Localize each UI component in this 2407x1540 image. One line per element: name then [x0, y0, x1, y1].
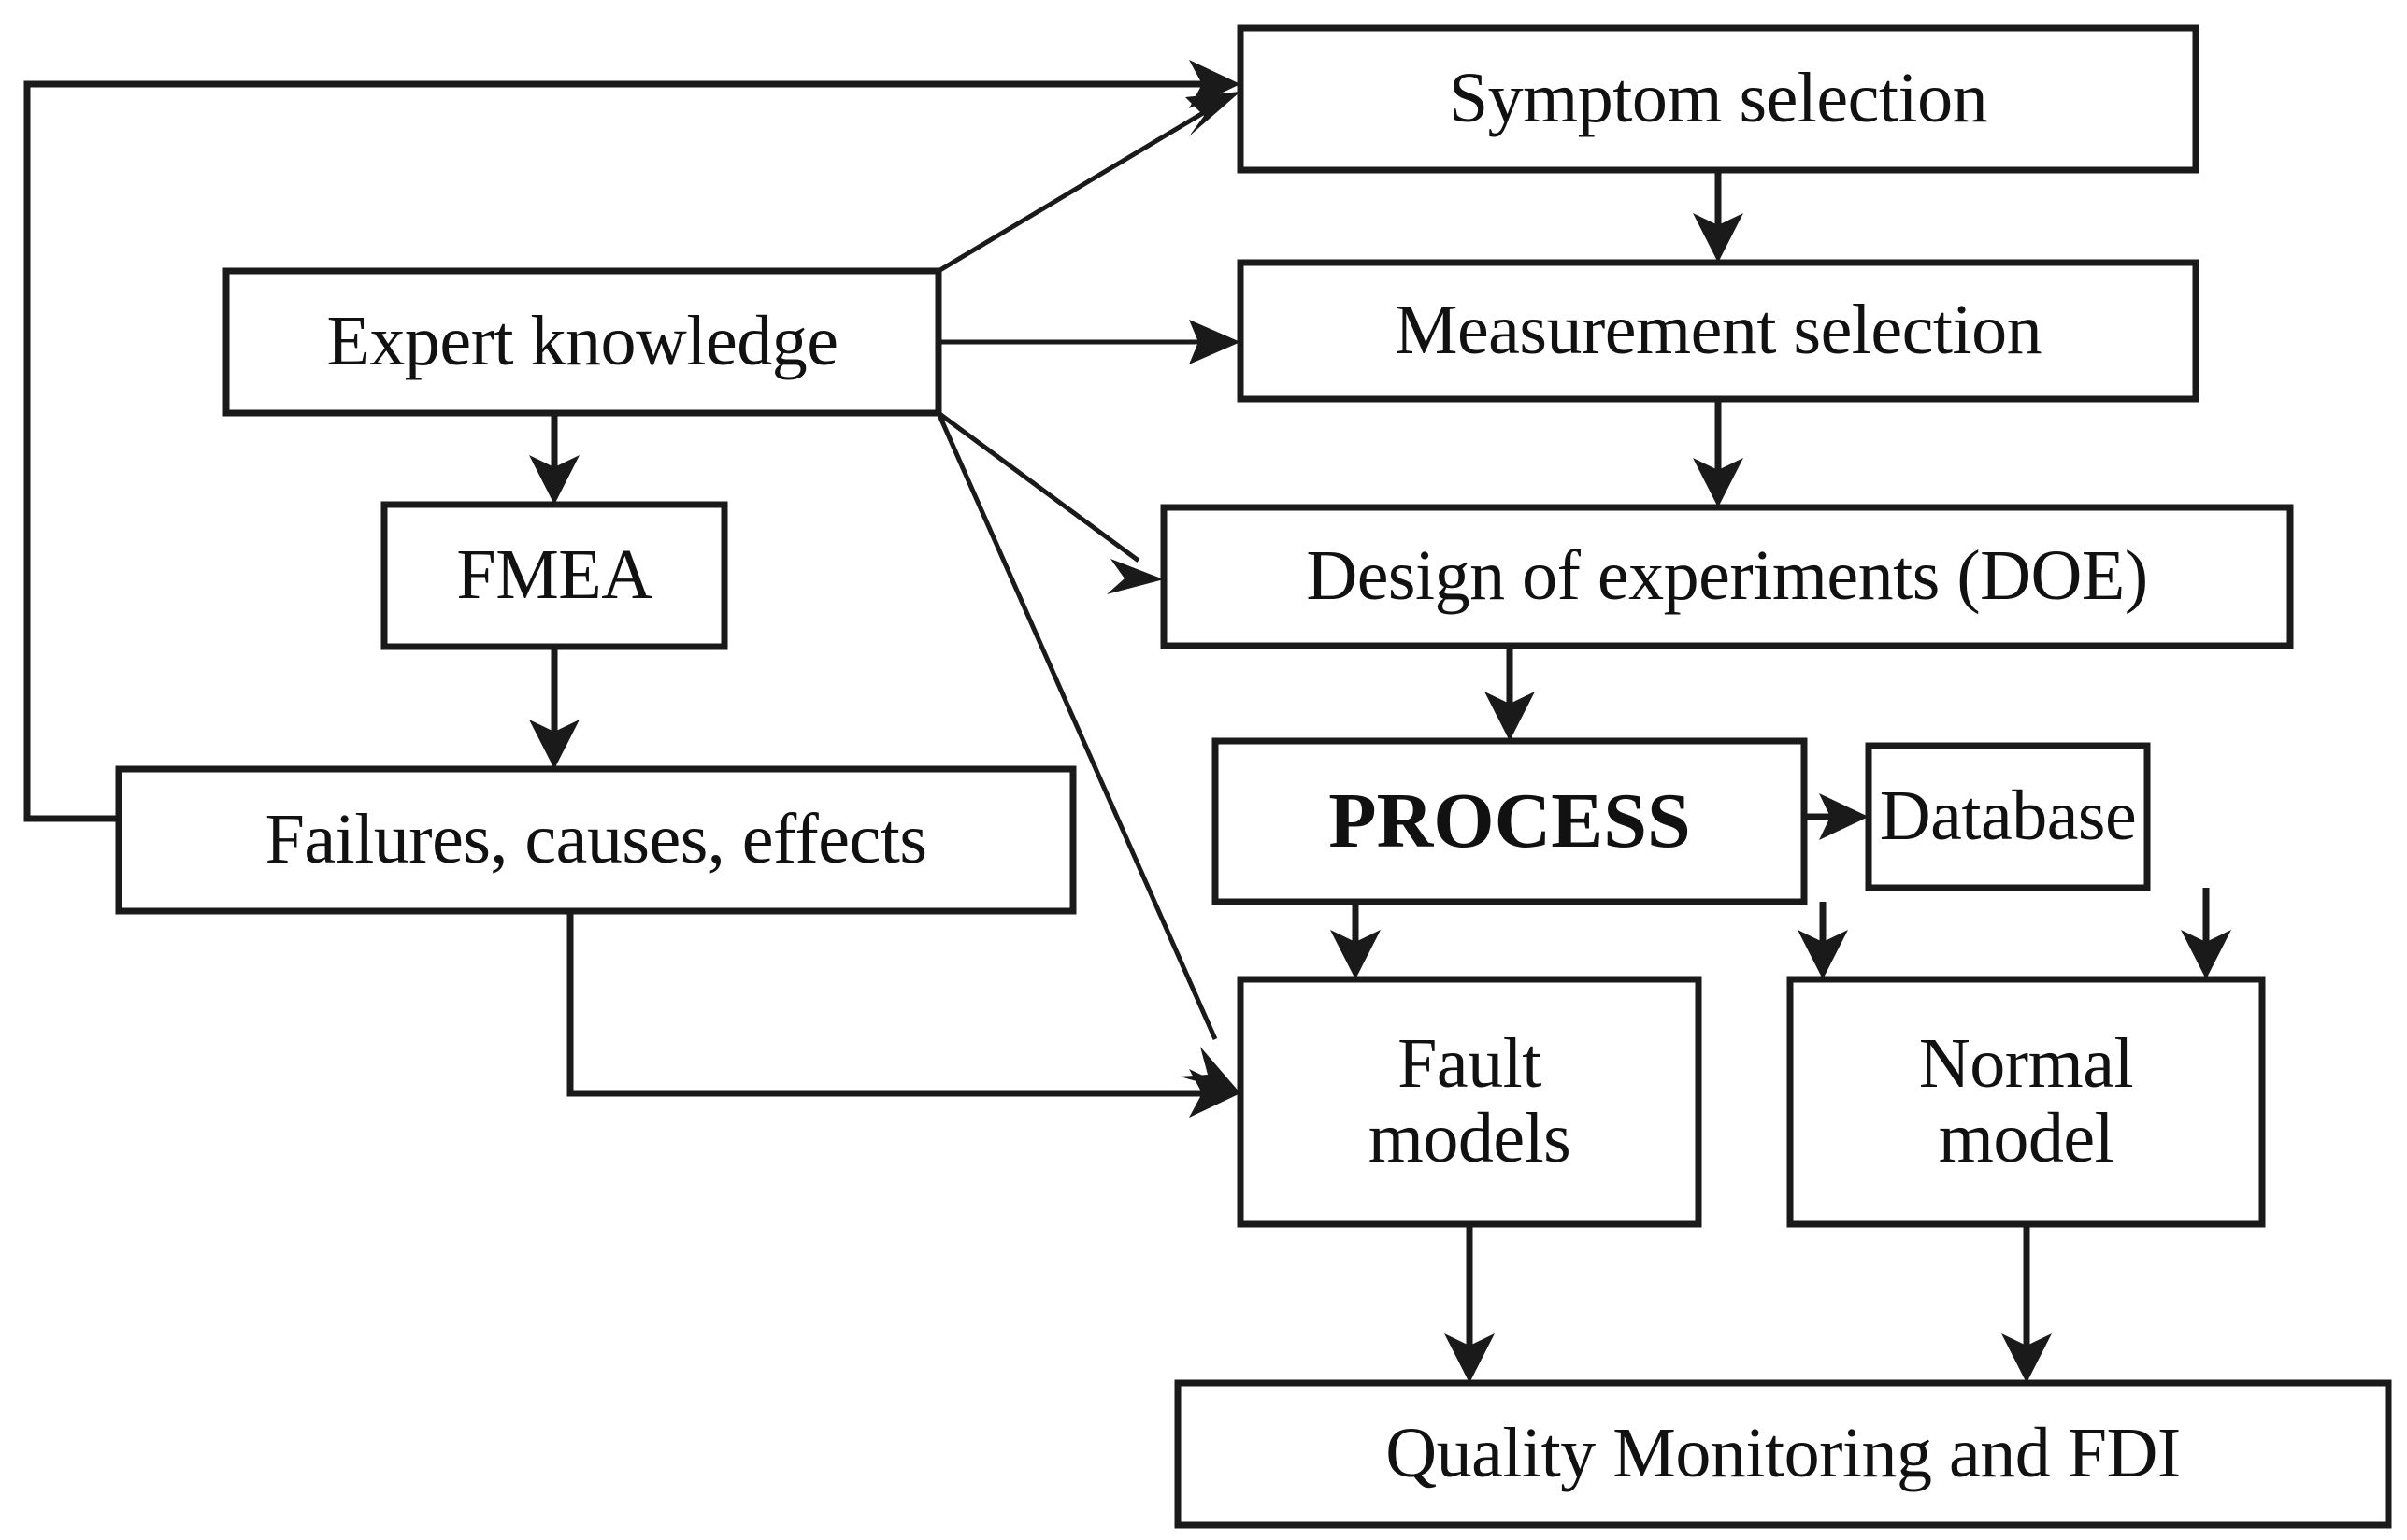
- edge-measurement-to-doe: [1693, 399, 1743, 507]
- node-expert-knowledge-box[interactable]: [222, 267, 942, 417]
- edge-process-to-fault-models: [1330, 902, 1381, 979]
- node-database-box[interactable]: [1865, 742, 2151, 891]
- node-fmea-box[interactable]: [380, 501, 728, 650]
- edge-symptom-to-measurement: [1693, 170, 1743, 263]
- edge-expert-to-fmea: [529, 413, 580, 505]
- node-quality-monitoring-box[interactable]: [1174, 1379, 2392, 1529]
- node-normal-model-box[interactable]: [1786, 976, 2266, 1228]
- edge-process-to-normal-model: [1798, 902, 1848, 979]
- edge-process-to-database: [1804, 793, 1869, 840]
- edge-normal-model-to-quality: [2001, 1224, 2052, 1383]
- node-measurement-selection-box[interactable]: [1237, 259, 2199, 403]
- edge-failures-to-fault-models: [566, 911, 1240, 1118]
- node-symptom-selection-box[interactable]: [1237, 24, 2199, 174]
- edge-database-to-normal-model: [2181, 888, 2231, 979]
- edge-doe-to-process: [1484, 646, 1535, 741]
- edge-expert-to-fault-models: [936, 411, 1240, 1093]
- edge-fmea-to-failures: [529, 647, 580, 769]
- edge-feedback-loop: [23, 60, 1240, 822]
- edge-fault-models-to-quality: [1444, 1224, 1495, 1383]
- edge-expert-to-doe: [937, 410, 1164, 594]
- node-failures-causes-effects-box[interactable]: [115, 765, 1077, 915]
- node-process-box[interactable]: [1211, 737, 1808, 905]
- node-fault-models-box[interactable]: [1237, 976, 1702, 1228]
- edge-expert-to-symptom: [937, 92, 1240, 274]
- edge-expert-to-measurement: [938, 320, 1240, 364]
- node-design-of-experiments-box[interactable]: [1160, 504, 2294, 649]
